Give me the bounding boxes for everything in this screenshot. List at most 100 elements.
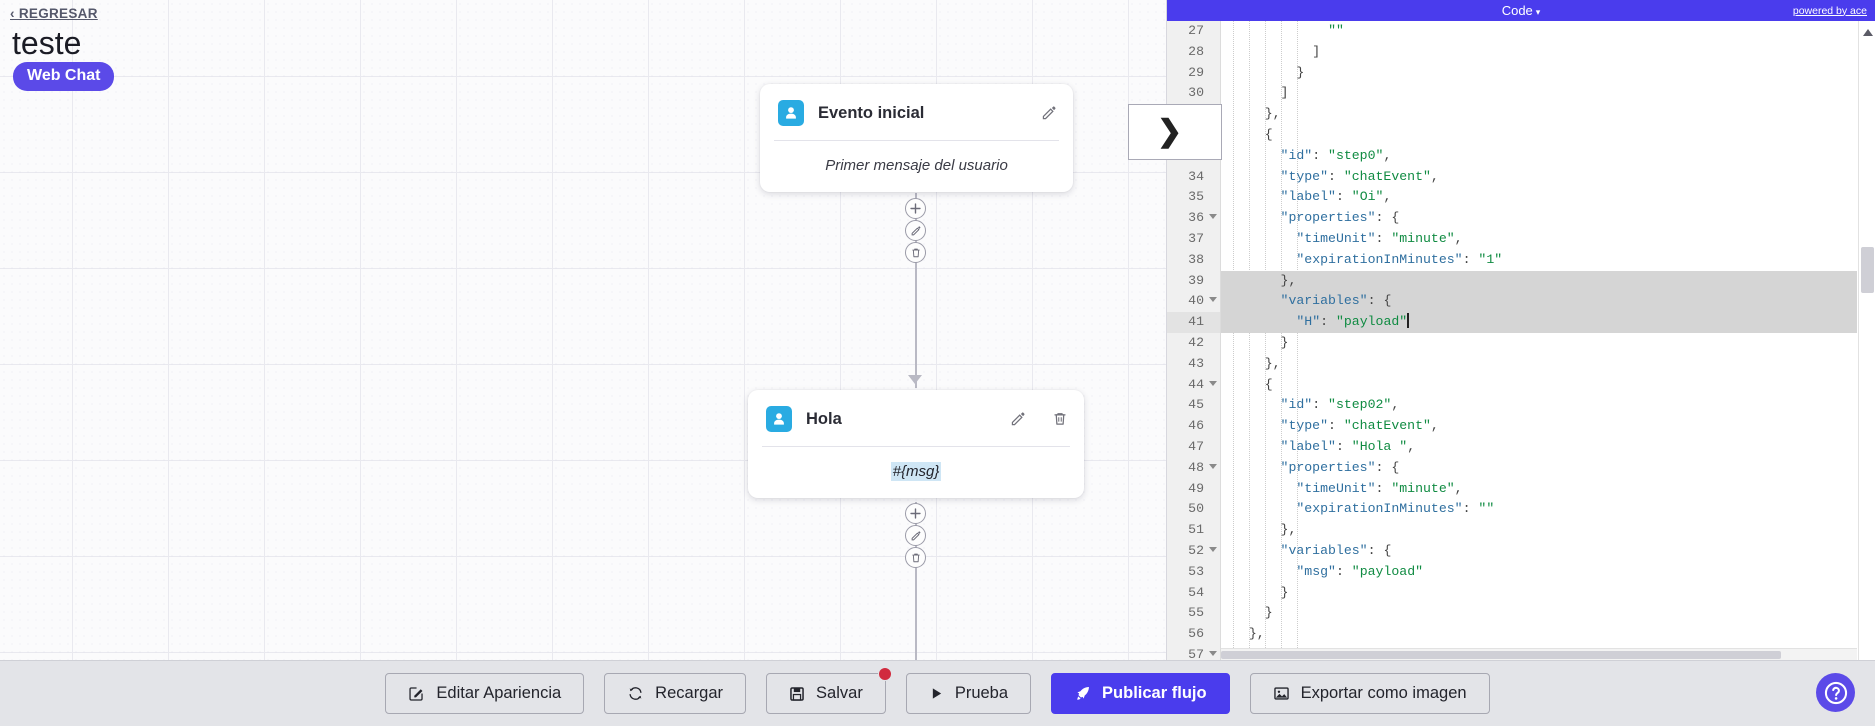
code-line[interactable]: "label": "Hola ",	[1280, 438, 1416, 454]
toolbar-button-prueba[interactable]: Prueba	[905, 673, 1032, 714]
code-line[interactable]: },	[1264, 106, 1281, 122]
gutter-line-number[interactable]: 47	[1188, 438, 1204, 454]
code-lines[interactable]: "" ] } ] }, { "id": "step0", "type": "ch…	[1221, 21, 1857, 660]
gutter-line-number[interactable]: 38	[1188, 251, 1204, 267]
gutter-line-number[interactable]: 52	[1167, 541, 1220, 562]
code-line[interactable]: "label": "Oi",	[1280, 189, 1392, 205]
edit-icon[interactable]	[1041, 105, 1057, 121]
gutter-line-number[interactable]: 54	[1188, 584, 1204, 600]
toolbar-button-salvar[interactable]: Salvar	[766, 667, 892, 714]
code-line[interactable]: "expirationInMinutes": "1"	[1296, 251, 1503, 267]
gutter-line-number[interactable]: 29	[1188, 64, 1204, 80]
code-line[interactable]: }	[1280, 334, 1289, 350]
fold-toggle-icon[interactable]	[1209, 546, 1217, 552]
code-line[interactable]: }	[1296, 64, 1305, 80]
code-line[interactable]: "msg": "payload"	[1296, 563, 1424, 579]
flow-node-evento-inicial[interactable]: Evento inicial Primer mensaje del usuari…	[760, 84, 1073, 192]
gutter-line-number[interactable]: 43	[1188, 355, 1204, 371]
edit-node-button[interactable]	[905, 525, 926, 546]
code-line[interactable]: ""	[1328, 23, 1344, 38]
delete-node-button[interactable]	[905, 547, 926, 568]
add-node-button[interactable]	[905, 503, 926, 524]
gutter-line-number[interactable]: 27	[1188, 23, 1204, 38]
code-line[interactable]: "id": "step0",	[1280, 147, 1392, 163]
gutter-line-number[interactable]: 57	[1167, 645, 1220, 660]
code-line[interactable]: "timeUnit": "minute",	[1296, 480, 1463, 496]
gutter-line-number[interactable]: 39	[1188, 272, 1204, 288]
gutter-line-number[interactable]: 55	[1188, 605, 1204, 621]
code-line[interactable]: "timeUnit": "minute",	[1296, 230, 1463, 246]
code-panel-title[interactable]: Code▾	[1502, 3, 1541, 18]
editor-horizontal-scrollbar[interactable]	[1221, 648, 1857, 660]
code-editor[interactable]: 2728293031323334353637383940414243444546…	[1167, 21, 1875, 660]
gutter-line-number[interactable]: 56	[1188, 626, 1204, 642]
gutter-line-number[interactable]: 50	[1188, 501, 1204, 517]
gutter-line-number[interactable]: 44	[1167, 375, 1220, 396]
gutter-line-number[interactable]: 34	[1188, 168, 1204, 184]
toolbar-button-editar-apariencia[interactable]: Editar Apariencia	[385, 673, 585, 714]
gutter-line-number[interactable]: 28	[1188, 43, 1204, 59]
editor-vertical-scrollbar[interactable]	[1858, 21, 1875, 660]
gutter-line-number[interactable]: 37	[1188, 230, 1204, 246]
gutter-line-number[interactable]: 40	[1167, 291, 1220, 312]
gutter-line-number[interactable]: 36	[1167, 208, 1220, 229]
fold-toggle-icon[interactable]	[1209, 214, 1217, 220]
gutter-line-number[interactable]: 30	[1188, 85, 1204, 101]
fold-toggle-icon[interactable]	[1209, 463, 1217, 469]
fold-toggle-icon[interactable]	[1209, 650, 1217, 656]
code-line[interactable]: "properties": {	[1280, 210, 1400, 226]
toolbar-button-label: Prueba	[954, 684, 1009, 702]
code-line[interactable]: }	[1264, 605, 1273, 621]
gutter-line-number[interactable]: 35	[1188, 189, 1204, 205]
code-line[interactable]: "type": "chatEvent",	[1280, 418, 1439, 434]
back-link[interactable]: ‹ REGRESAR	[10, 6, 98, 21]
code-line[interactable]: },	[1280, 522, 1297, 538]
gutter-line-number[interactable]: 53	[1188, 563, 1204, 579]
code-line[interactable]: "id": "step02",	[1280, 397, 1400, 413]
text-cursor	[1407, 313, 1410, 329]
gutter-line-number[interactable]: 45	[1188, 397, 1204, 413]
code-line[interactable]: {	[1264, 126, 1273, 142]
toolbar-button-recargar[interactable]: Recargar	[604, 673, 747, 714]
code-line[interactable]: "variables": {	[1221, 291, 1857, 313]
add-node-button[interactable]	[905, 198, 926, 219]
chevron-right-icon[interactable]: ❯	[1157, 115, 1183, 148]
gutter-line-number[interactable]: 48	[1167, 458, 1220, 479]
code-line[interactable]: },	[1248, 626, 1265, 642]
gutter-line-number[interactable]: 42	[1188, 334, 1204, 350]
code-line[interactable]: ]	[1280, 85, 1289, 101]
gutter-line-number[interactable]: 41	[1167, 312, 1220, 333]
code-line[interactable]: "H": "payload"	[1221, 312, 1857, 333]
fold-toggle-icon[interactable]	[1209, 380, 1217, 386]
powered-by-link[interactable]: powered by ace	[1792, 4, 1867, 17]
delete-node-button[interactable]	[905, 242, 926, 263]
gutter-line-number[interactable]: 46	[1188, 418, 1204, 434]
gutter-line-number[interactable]: 49	[1188, 480, 1204, 496]
code-line[interactable]: "type": "chatEvent",	[1280, 168, 1439, 184]
edit-icon[interactable]	[1010, 411, 1026, 427]
code-line[interactable]: "expirationInMinutes": ""	[1296, 501, 1495, 517]
flow-node-hola[interactable]: Hola #{msg}	[748, 390, 1084, 498]
code-line[interactable]: },	[1221, 270, 1857, 292]
toolbar-button-exportar-como-imagen[interactable]: Exportar como imagen	[1249, 673, 1490, 714]
help-circle-icon	[1824, 681, 1847, 704]
scrollbar-thumb[interactable]	[1221, 651, 1781, 659]
code-collapse-overlay[interactable]: ❯	[1128, 104, 1222, 160]
code-line[interactable]: {	[1264, 376, 1273, 392]
gutter-line-number[interactable]: 51	[1188, 522, 1204, 538]
code-line[interactable]: }	[1280, 584, 1289, 600]
trash-icon[interactable]	[1052, 411, 1068, 427]
code-line[interactable]: },	[1264, 355, 1281, 371]
scrollbar-thumb[interactable]	[1861, 247, 1874, 293]
flow-canvas[interactable]: ‹ REGRESAR teste Web Chat Evento inicial	[0, 0, 1166, 660]
fold-toggle-icon[interactable]	[1209, 297, 1217, 303]
scroll-up-arrow-icon[interactable]	[1863, 29, 1873, 36]
edit-node-button[interactable]	[905, 220, 926, 241]
code-line[interactable]: ]	[1312, 43, 1321, 59]
help-button[interactable]	[1816, 673, 1855, 712]
editor-code-area[interactable]: "" ] } ] }, { "id": "step0", "type": "ch…	[1221, 21, 1857, 660]
code-line[interactable]: "variables": {	[1280, 542, 1392, 558]
code-line[interactable]: "properties": {	[1280, 459, 1400, 475]
toolbar-button-publicar-flujo[interactable]: Publicar flujo	[1051, 673, 1230, 714]
chevron-down-icon[interactable]: ▾	[1535, 7, 1541, 17]
